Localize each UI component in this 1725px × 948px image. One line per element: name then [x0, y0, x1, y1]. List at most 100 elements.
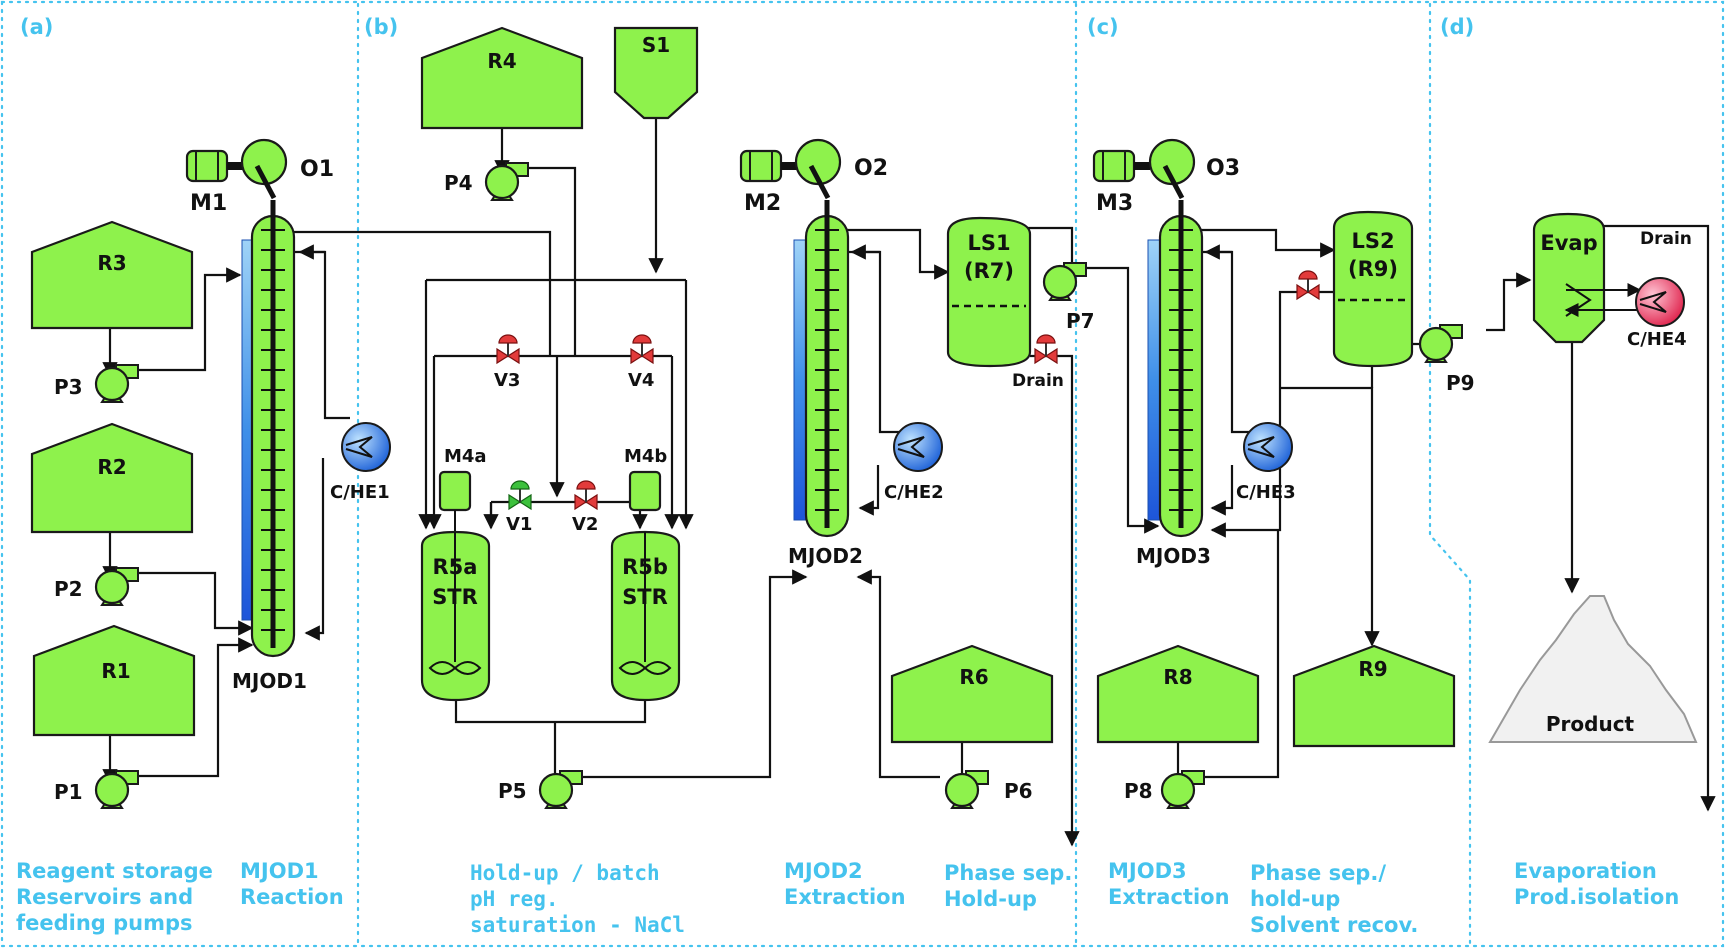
motor-m3	[1092, 149, 1152, 183]
svg-text:R3: R3	[97, 251, 126, 275]
pump-p7	[1042, 261, 1088, 302]
svg-text:R6: R6	[959, 665, 988, 689]
label-m1: M1	[190, 191, 227, 216]
reservoir-r2: R2	[30, 422, 194, 534]
svg-text:R2: R2	[97, 455, 126, 479]
label-che1: C/HE1	[330, 482, 390, 503]
label-p7: P7	[1066, 309, 1095, 333]
label-p2: P2	[54, 577, 83, 601]
caption-d1-line2: Prod.isolation	[1514, 885, 1679, 909]
section-label-d: (d)	[1440, 15, 1474, 39]
svg-text:R5b: R5b	[622, 555, 668, 579]
captions: Reagent storage Reservoirs and feeding p…	[16, 859, 1679, 937]
label-m3: M3	[1096, 191, 1133, 216]
caption-b1-line2: pH reg.	[470, 887, 559, 911]
reservoir-r8: R8	[1096, 644, 1260, 744]
cooler-che2	[893, 422, 943, 472]
label-m4a: M4a	[444, 446, 487, 467]
label-o1: O1	[300, 157, 334, 182]
label-o3: O3	[1206, 156, 1240, 181]
svg-text:LS1: LS1	[967, 231, 1010, 255]
label-v2: V2	[572, 514, 598, 535]
caption-b2-line2: Extraction	[784, 885, 906, 909]
caption-b2-line1: MJOD2	[784, 859, 863, 883]
label-che3: C/HE3	[1236, 482, 1296, 503]
motor-m2	[739, 149, 799, 183]
heater-che4	[1635, 277, 1685, 327]
label-p1: P1	[54, 780, 83, 804]
valve-ls2-return	[1296, 270, 1320, 300]
label-m4b: M4b	[624, 446, 667, 467]
valve-v2	[574, 480, 598, 510]
label-che2: C/HE2	[884, 482, 944, 503]
svg-text:R5a: R5a	[433, 555, 478, 579]
pump-p8	[1160, 769, 1206, 810]
label-drain2: Drain	[1640, 229, 1692, 249]
caption-a2-line2: Reaction	[240, 885, 344, 909]
silo-s1: S1	[613, 26, 699, 120]
pump-p4	[484, 161, 530, 202]
pump-p9	[1418, 323, 1464, 364]
reservoir-r6: R6	[890, 644, 1054, 744]
caption-c2-line2: hold-up	[1250, 887, 1340, 911]
label-v4: V4	[628, 370, 654, 391]
label-v3: V3	[494, 370, 520, 391]
reservoir-r4: R4	[420, 26, 584, 130]
section-label-b: (b)	[364, 15, 398, 39]
stirred-tank-r5a: R5a STR	[420, 470, 491, 702]
caption-b3-line1: Phase sep.	[944, 861, 1072, 885]
valve-v3	[496, 334, 520, 364]
label-drain1: Drain	[1012, 371, 1064, 391]
pump-p3	[94, 363, 140, 404]
label-p5: P5	[498, 779, 527, 803]
label-p3: P3	[54, 375, 83, 399]
label-o2: O2	[854, 156, 888, 181]
valve-ls1-drain	[1034, 334, 1058, 364]
label-mjod1: MJOD1	[232, 669, 307, 693]
mjod1-column	[241, 200, 296, 658]
label-p9: P9	[1446, 371, 1475, 395]
pump-p1	[94, 769, 140, 810]
caption-c1-line2: Extraction	[1108, 885, 1230, 909]
motor-m1	[185, 149, 245, 183]
valve-v4	[630, 334, 654, 364]
svg-text:(R9): (R9)	[1348, 257, 1398, 281]
svg-text:Product: Product	[1546, 712, 1635, 736]
mjod3-column	[1147, 200, 1204, 538]
reservoir-r9: R9	[1292, 644, 1456, 748]
section-label-c: (c)	[1087, 15, 1119, 39]
svg-text:R8: R8	[1163, 665, 1192, 689]
evaporator: Evap	[1532, 212, 1642, 344]
caption-c1-line1: MJOD3	[1108, 859, 1187, 883]
svg-text:LS2: LS2	[1351, 229, 1394, 253]
label-mjod3: MJOD3	[1136, 544, 1211, 568]
section-label-a: (a)	[20, 15, 53, 39]
caption-a1-line2: Reservoirs and	[16, 885, 193, 909]
caption-c2-line1: Phase sep./	[1250, 861, 1386, 885]
pump-p5	[538, 769, 584, 810]
pump-p6	[944, 769, 990, 810]
label-p6: P6	[1004, 779, 1033, 803]
valve-v1	[508, 480, 532, 510]
caption-a1-line1: Reagent storage	[16, 859, 213, 883]
svg-text:S1: S1	[642, 33, 670, 57]
caption-b1-line1: Hold-up / batch	[470, 861, 660, 885]
svg-text:STR: STR	[432, 585, 478, 609]
cooler-che3	[1243, 422, 1293, 472]
svg-text:R9: R9	[1358, 657, 1387, 681]
caption-a2-line1: MJOD1	[240, 859, 319, 883]
label-v1: V1	[506, 514, 532, 535]
cooler-che1	[341, 422, 391, 472]
separator-ls1: LS1 (R7)	[946, 216, 1032, 368]
reservoir-r1: R1	[32, 624, 196, 737]
reservoir-r3: R3	[30, 220, 194, 330]
stirred-tank-r5b: R5b STR	[610, 470, 681, 702]
caption-b3-line2: Hold-up	[944, 887, 1037, 911]
separator-ls2: LS2 (R9)	[1332, 210, 1414, 368]
product-pile: Product	[1488, 595, 1698, 743]
label-p8: P8	[1124, 779, 1153, 803]
svg-text:R4: R4	[487, 49, 516, 73]
label-mjod2: MJOD2	[788, 544, 863, 568]
